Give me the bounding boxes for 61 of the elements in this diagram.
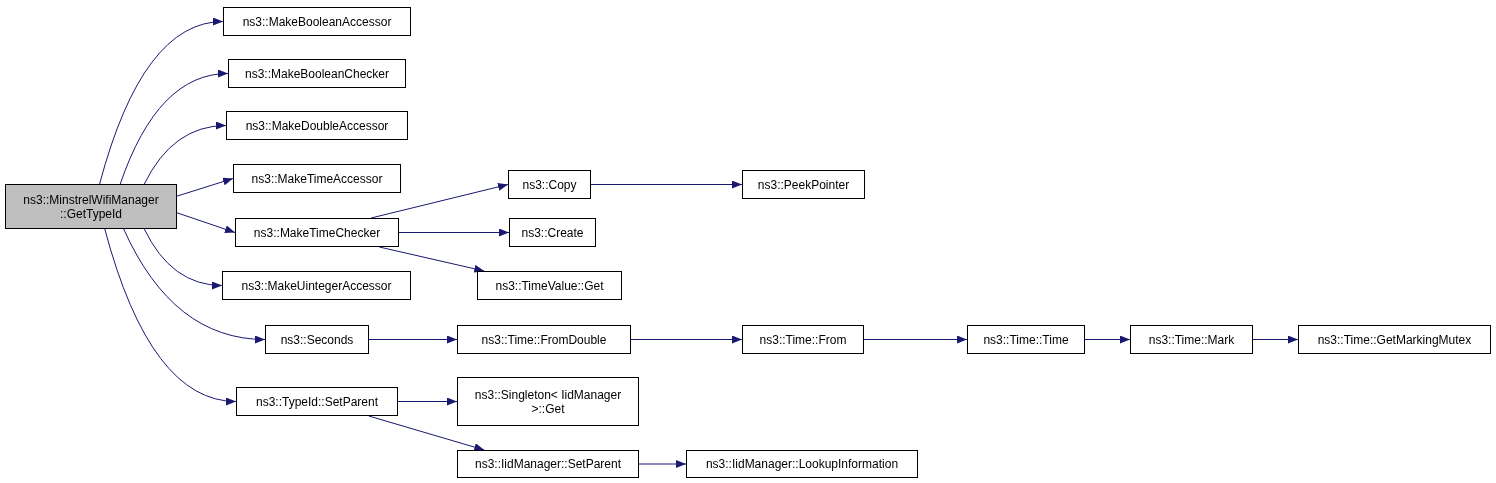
highlighted-function-box [5,184,177,229]
function-box [235,218,399,247]
call-arrow [863,335,968,344]
function-box [223,7,411,36]
function-box [686,450,918,478]
function-name: ns3::TypeId::SetParent [255,394,379,409]
call-arrow [176,177,234,197]
function-name: ns3::MakeTimeAccessor [251,171,383,186]
function-box [233,164,401,193]
function-name: ns3::Singleton< IidManager >::Get [473,387,623,416]
function-box [742,170,865,199]
call-arrow [104,228,237,405]
function-name: ns3::Time::From [759,332,847,347]
function-name: ns3::MakeUintegerAccessor [241,278,392,293]
function-name: ns3::Create [521,225,584,240]
call-arrow [1252,335,1299,344]
function-name: ns3::Seconds [280,332,354,347]
function-name: ns3::IidManager::SetParent [474,457,622,471]
function-name: ns3::Time::Time [983,332,1069,347]
function-name: ns3::IidManager::LookupInformation [705,457,899,471]
call-arrow [368,415,485,451]
function-box [236,387,398,416]
function-box [457,377,639,426]
function-box [477,271,622,300]
call-arrow [590,180,743,189]
function-name: ns3::TimeValue::Get [495,278,604,293]
function-box [228,59,406,88]
function-box [1298,325,1491,354]
function-box [742,325,864,354]
function-box [222,271,411,300]
function-name: ns3::MakeDoubleAccessor [245,118,389,133]
function-box [508,170,591,199]
call-arrow [370,183,509,219]
function-box [457,325,631,354]
call-arrow [143,121,227,185]
call-arrow [99,18,224,185]
call-arrow [119,70,229,185]
call-arrow [1084,335,1131,344]
function-box [265,325,369,354]
function-name: ns3::Time::GetMarkingMutex [1317,332,1472,347]
call-arrow [397,397,458,406]
call-arrow [176,212,236,234]
function-name: ns3::MakeTimeChecker [253,225,381,240]
call-arrow [398,228,510,237]
function-name: ns3::MinstrelWifiManager ::GetTypeId [22,192,160,221]
function-name: ns3::MakeBooleanAccessor [242,14,392,29]
function-box [509,218,596,247]
function-name: ns3::PeekPointer [757,177,850,192]
function-box [226,111,408,140]
function-box [1130,325,1253,354]
function-box [967,325,1085,354]
function-name: ns3::Time::FromDouble [481,332,607,347]
function-name: ns3::Copy [522,177,577,192]
function-box [457,450,639,478]
function-name: ns3::Time::Mark [1148,332,1235,347]
call-arrow [368,335,458,344]
function-name: ns3::MakeBooleanChecker [244,66,390,81]
call-arrow [638,460,687,468]
call-arrow [123,228,266,343]
call-arrow [630,335,743,344]
call-arrow [143,228,223,289]
